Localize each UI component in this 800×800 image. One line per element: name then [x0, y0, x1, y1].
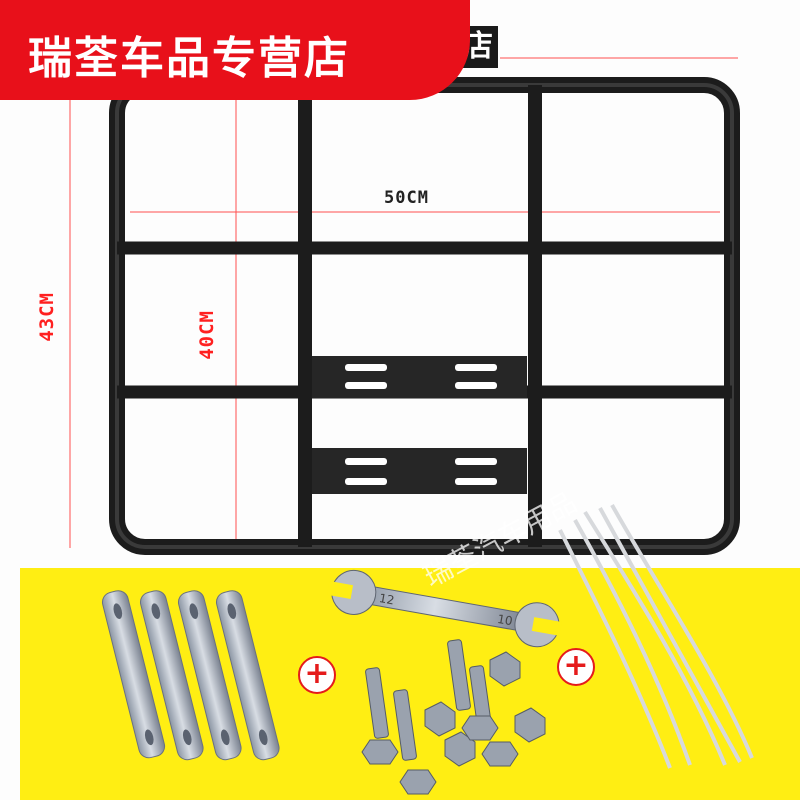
wrench-size-left: 12 — [378, 591, 395, 607]
wrench-size-right: 10 — [496, 612, 513, 628]
store-banner: 瑞荃车品专营店 — [0, 0, 470, 100]
plus-icon-right: + — [557, 648, 595, 686]
mounting-plate-lower — [312, 448, 527, 494]
bolts-and-nuts — [361, 639, 546, 795]
plus-icon-left: + — [298, 656, 336, 694]
bracket-sleeves — [101, 590, 280, 761]
zip-ties — [558, 504, 754, 769]
width-dimension-label: 50CM — [384, 188, 429, 208]
mounting-plate-upper — [312, 356, 527, 398]
rack-vertical-bars — [298, 85, 542, 547]
dimension-guides — [69, 57, 738, 548]
store-name: 瑞荃车品专营店 — [28, 33, 350, 84]
wrench: 12 10 — [326, 569, 562, 648]
